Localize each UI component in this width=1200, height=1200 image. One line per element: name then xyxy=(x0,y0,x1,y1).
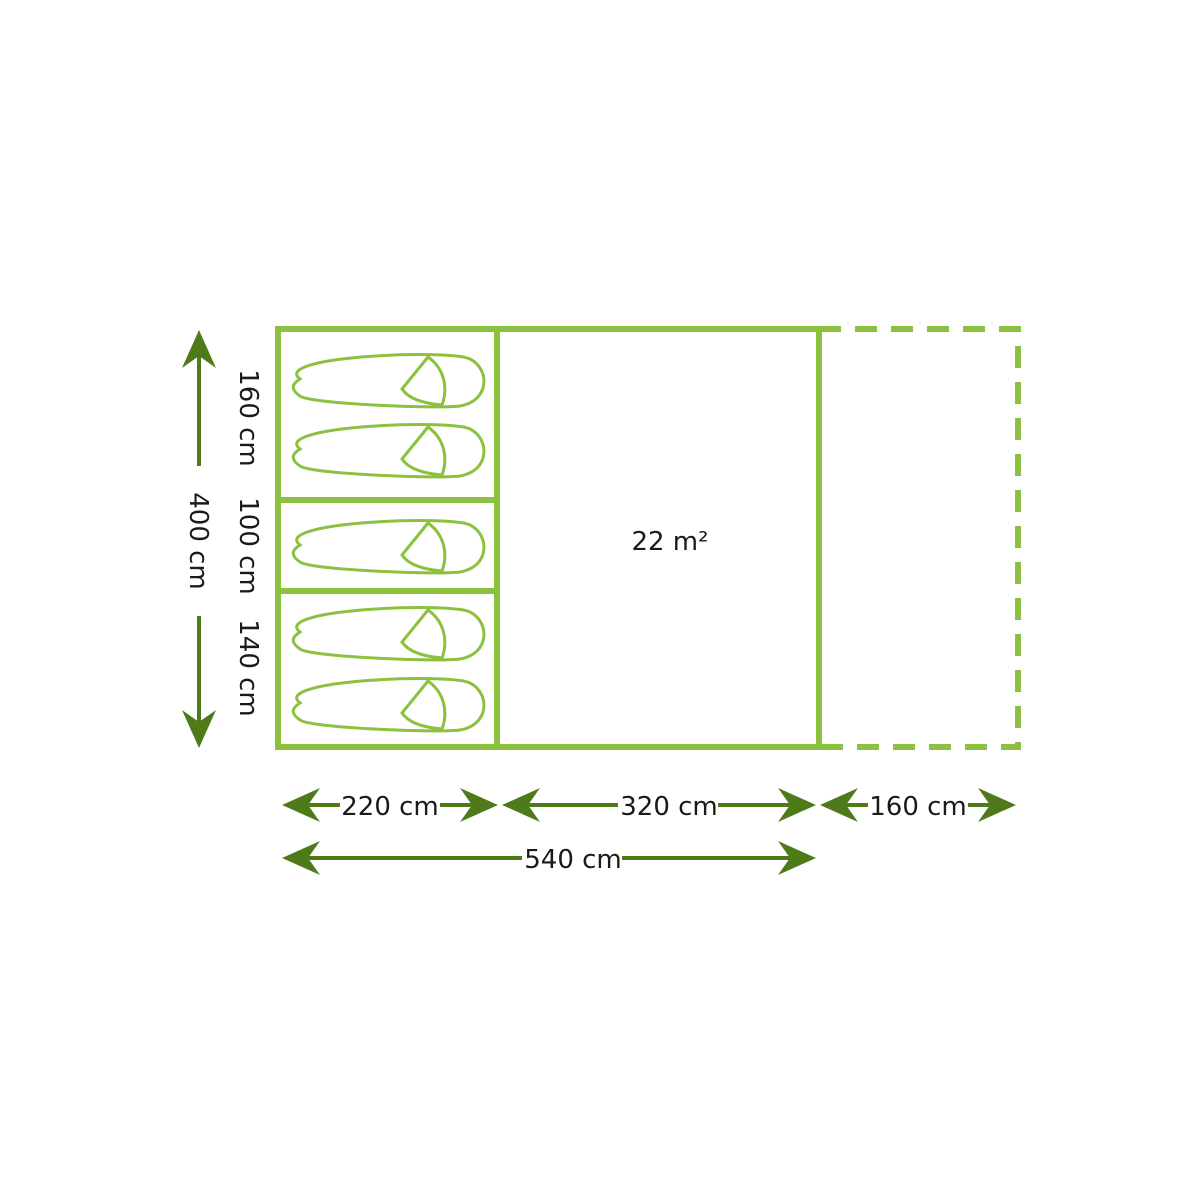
width-total-dimension xyxy=(282,841,816,875)
depth-room-top-label: 160 cm xyxy=(233,369,263,467)
sleeping-bags xyxy=(291,353,486,733)
width-bedroom-label: 220 cm xyxy=(341,792,439,822)
arrow-icon xyxy=(182,710,216,748)
area-label: 22 m² xyxy=(631,527,708,557)
sleeping-bag-icon xyxy=(291,519,486,575)
depth-room-middle-label: 100 cm xyxy=(233,497,263,595)
sleeping-bag-icon xyxy=(291,606,486,662)
width-porch-dimension xyxy=(820,788,1016,822)
arrow-icon xyxy=(182,330,216,368)
depth-total-label: 400 cm xyxy=(183,492,213,590)
depth-room-bottom-label: 140 cm xyxy=(233,619,263,717)
arrow-icon xyxy=(778,788,816,822)
sleeping-bag-icon xyxy=(291,353,486,409)
width-bedroom-dimension xyxy=(282,788,498,822)
sleeping-bag-icon xyxy=(291,677,486,733)
width-total-label: 540 cm xyxy=(524,845,622,875)
inner-tent-outer-rect xyxy=(275,326,822,750)
arrow-icon xyxy=(460,788,498,822)
arrow-icon xyxy=(820,788,858,822)
tent-outline xyxy=(275,326,1021,750)
porch-dashed-outline xyxy=(819,326,1021,750)
arrow-icon xyxy=(778,841,816,875)
width-living-label: 320 cm xyxy=(620,792,718,822)
arrow-icon xyxy=(282,788,320,822)
arrow-icon xyxy=(978,788,1016,822)
width-porch-label: 160 cm xyxy=(869,792,967,822)
arrow-icon xyxy=(282,841,320,875)
depth-total-dimension xyxy=(182,330,216,748)
sleeping-bag-icon xyxy=(291,423,486,479)
arrow-icon xyxy=(502,788,540,822)
width-living-dimension xyxy=(502,788,816,822)
